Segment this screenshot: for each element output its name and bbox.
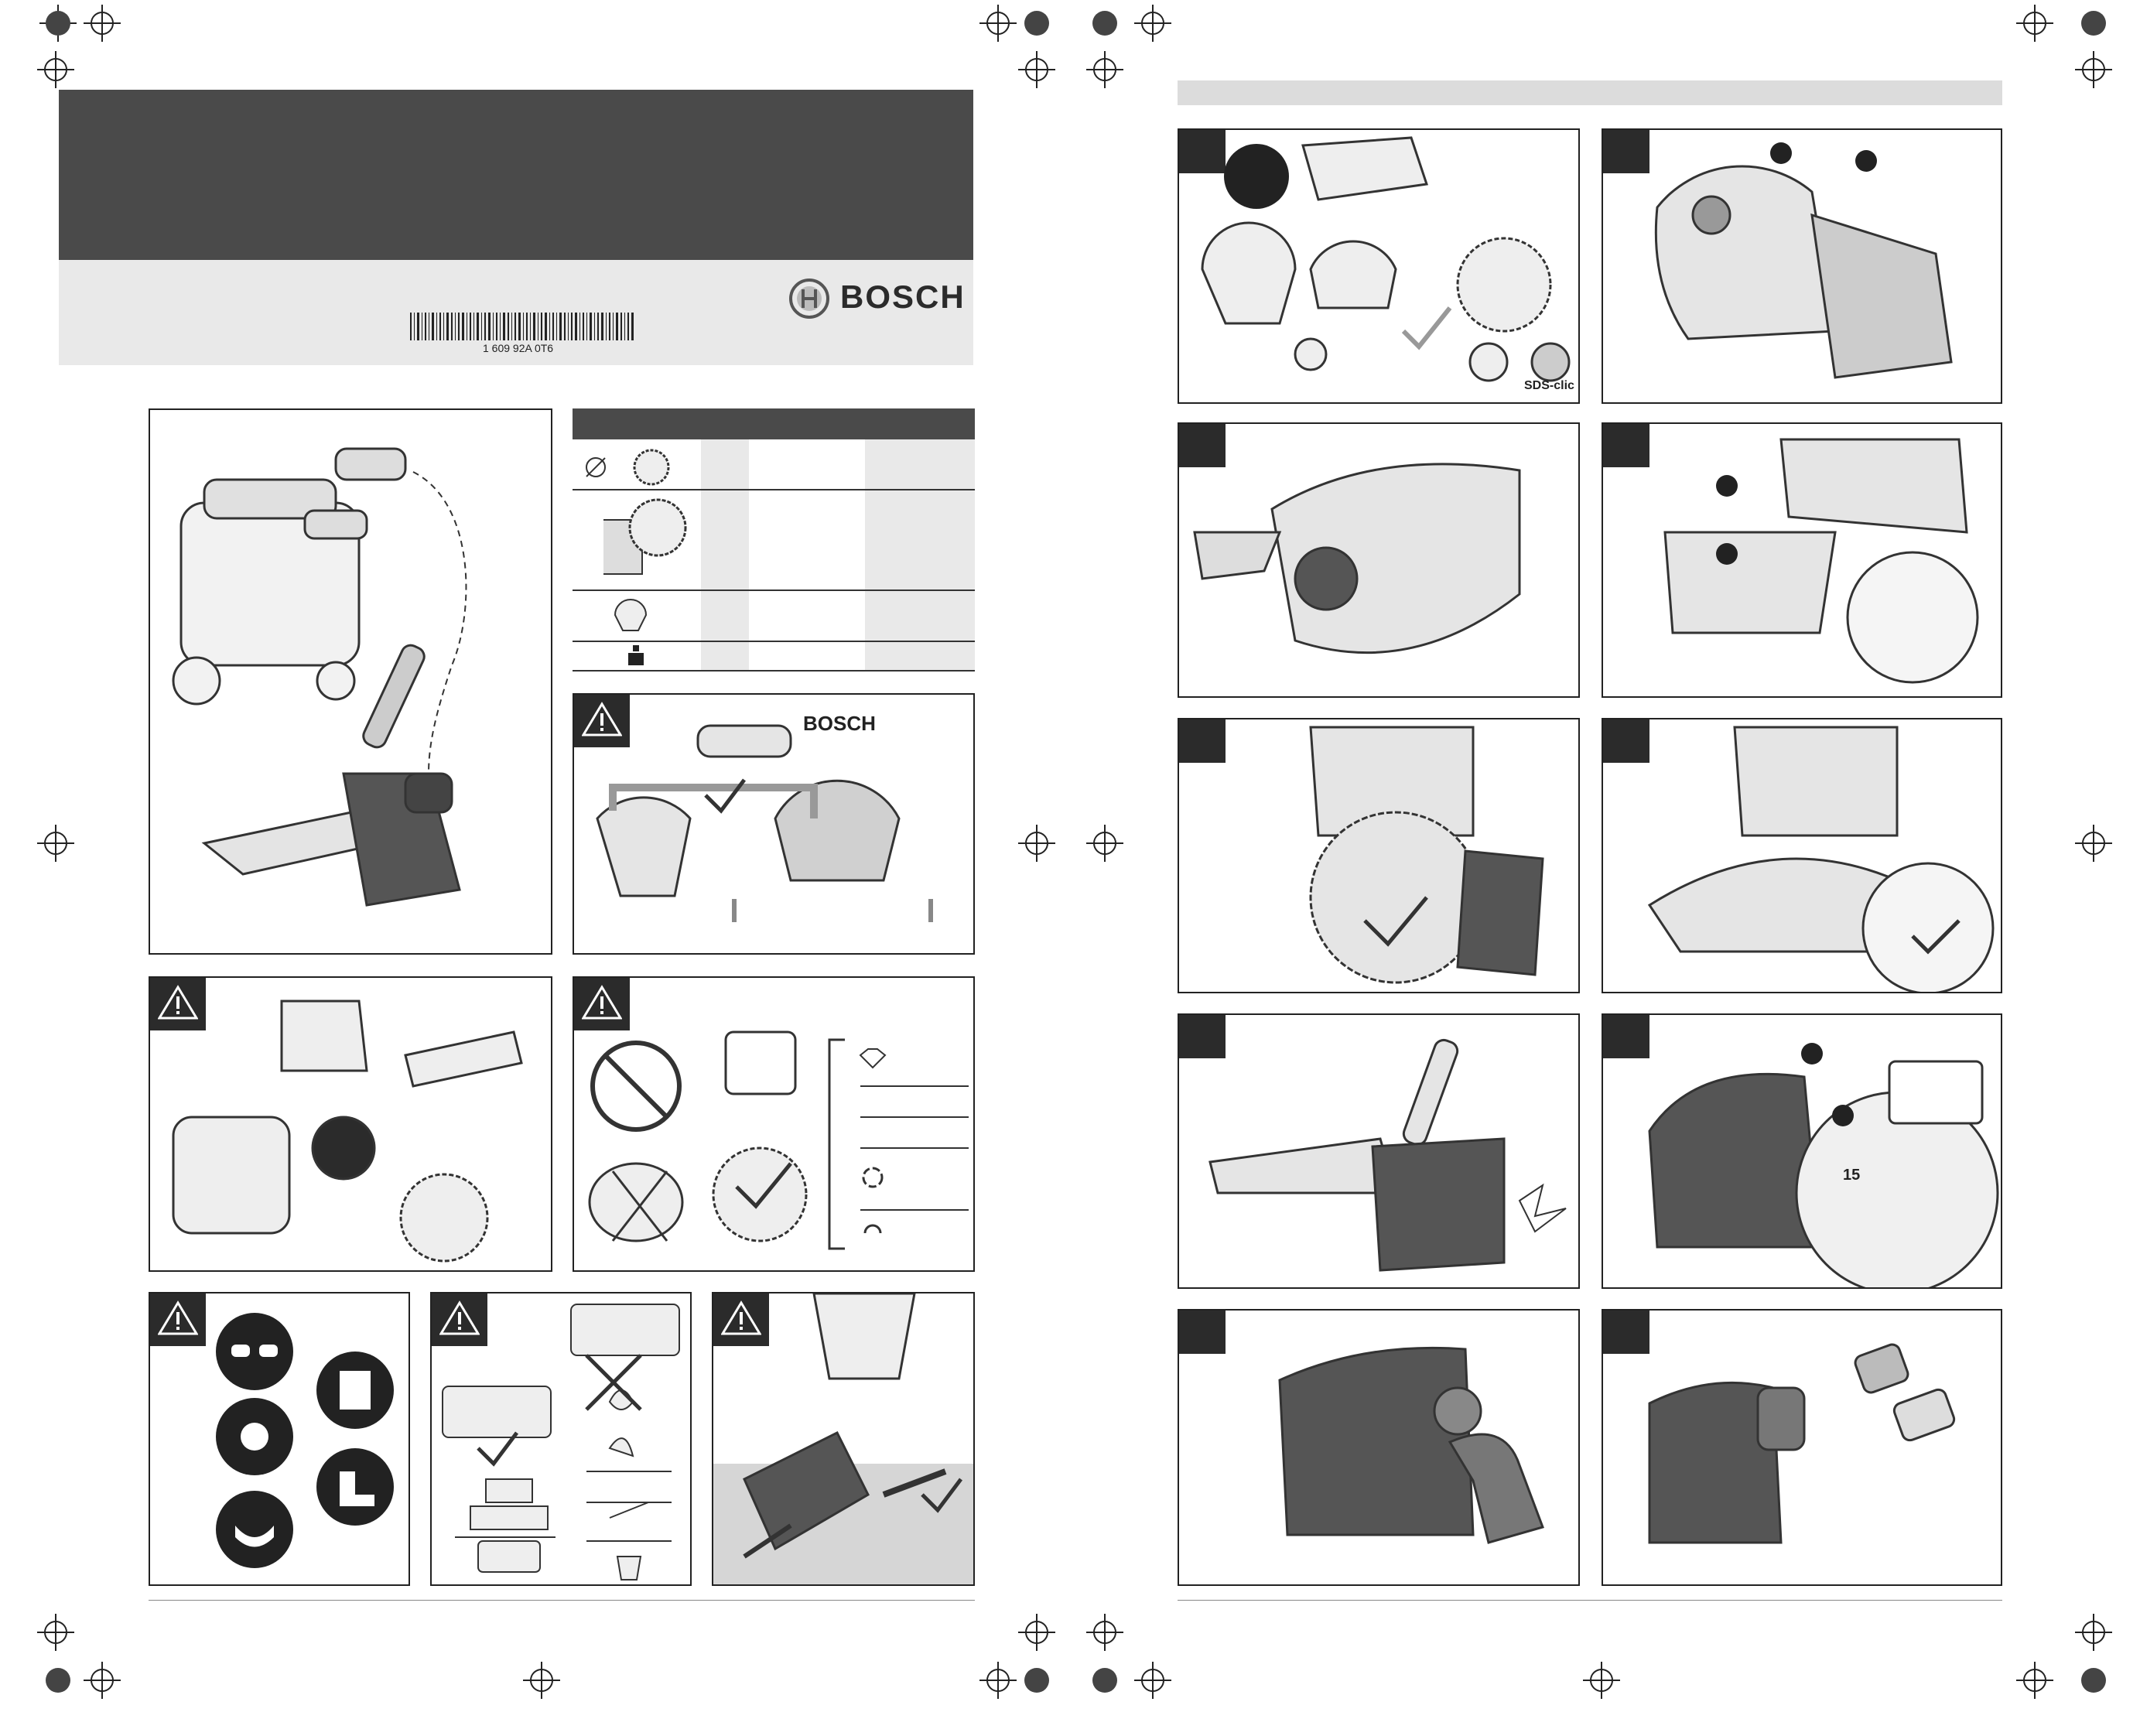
step-8-illustration xyxy=(1648,1043,1999,1287)
step-number-box xyxy=(1179,1311,1226,1354)
guard-icon xyxy=(614,599,648,631)
warning-icon xyxy=(721,1300,761,1335)
dust-mask-icon xyxy=(216,1491,293,1568)
warning-box xyxy=(150,1293,206,1346)
step-2-illustration xyxy=(1654,142,1953,379)
step-number-box xyxy=(1603,130,1649,173)
step-5-illustration xyxy=(1309,726,1544,984)
recycle-icon xyxy=(862,1167,884,1188)
step-panel-10 xyxy=(1602,1309,2002,1586)
step-panel-1: SDS-clic xyxy=(1178,128,1580,404)
weight-icon xyxy=(628,645,644,665)
clip-icon xyxy=(863,1224,882,1234)
warning-box xyxy=(574,978,630,1030)
goggles-icon xyxy=(216,1313,293,1390)
ppe-icons xyxy=(216,1313,394,1568)
spec-table-header xyxy=(573,408,975,439)
read-manual-illustration xyxy=(172,1000,523,1263)
barcode-number: 1 609 92A 0T6 xyxy=(483,342,554,354)
cutting-direction-illustration xyxy=(713,1293,973,1584)
figure-cutting-direction xyxy=(712,1292,975,1586)
spec-col-grey-2 xyxy=(865,439,975,672)
vacuum-grinder-illustration xyxy=(172,447,467,907)
step-number-box xyxy=(1179,424,1226,467)
diamond-icon xyxy=(859,1048,887,1069)
figure-protective-equipment xyxy=(149,1292,410,1586)
warning-icon xyxy=(158,985,198,1020)
depth-indicator-label: 15 xyxy=(1843,1167,1861,1184)
step-panel-8: 15 xyxy=(1602,1013,2002,1289)
warning-box xyxy=(432,1293,487,1346)
spec-row-divider xyxy=(573,641,975,642)
step-panel-4 xyxy=(1602,422,2002,698)
panel-brand-label: BOSCH xyxy=(803,712,876,735)
cover-dark-band xyxy=(59,90,973,260)
step-3-illustration xyxy=(1193,463,1521,654)
spec-row-divider xyxy=(573,489,975,490)
warning-icon xyxy=(582,702,622,736)
step-panel-3 xyxy=(1178,422,1580,698)
warning-box xyxy=(150,978,206,1030)
sds-clic-label: SDS-clic xyxy=(1524,379,1574,392)
warning-icon xyxy=(158,1300,198,1335)
warning-box xyxy=(713,1293,769,1346)
figure-vacuum-setup xyxy=(149,408,552,955)
right-page-band xyxy=(1178,80,2002,105)
guard-compatibility-illustration xyxy=(596,724,933,922)
spec-row-divider xyxy=(573,589,975,591)
right-page-footer-rule xyxy=(1178,1600,2002,1601)
step-panel-6 xyxy=(1602,718,2002,993)
warning-box xyxy=(574,695,630,747)
diameter-icon xyxy=(586,449,670,486)
step-number-box xyxy=(1179,719,1226,763)
spec-col-grey-1 xyxy=(701,439,749,672)
figure-guard-compatibility: BOSCH xyxy=(573,693,975,955)
barcode xyxy=(410,313,634,340)
step-6-illustration xyxy=(1647,726,1995,992)
bosch-logo-icon xyxy=(789,279,829,319)
spec-row-divider xyxy=(573,670,975,672)
step-number-box xyxy=(1603,1015,1649,1058)
left-page-footer-rule xyxy=(149,1600,975,1601)
figure-material-suitability xyxy=(430,1292,692,1586)
step-9-illustration xyxy=(1278,1346,1544,1544)
brand-name: BOSCH xyxy=(840,279,966,315)
warning-icon xyxy=(439,1300,480,1335)
cut-depth-icon xyxy=(603,498,687,575)
step-number-box xyxy=(1603,424,1649,467)
disc-types-illustration xyxy=(588,1030,969,1250)
step-4-illustration xyxy=(1663,438,1979,684)
step-panel-5 xyxy=(1178,718,1580,993)
figure-disc-types xyxy=(573,976,975,1272)
step-number-box xyxy=(1179,130,1226,173)
step-panel-2 xyxy=(1602,128,2002,404)
step-number-box xyxy=(1603,1311,1649,1354)
step-1-illustration xyxy=(1201,136,1571,382)
step-7-illustration xyxy=(1208,1038,1567,1272)
figure-read-manual xyxy=(149,976,552,1272)
step-number-box xyxy=(1179,1015,1226,1058)
step-number-box xyxy=(1603,719,1649,763)
warning-icon xyxy=(582,985,622,1020)
plug-icon xyxy=(1224,144,1289,209)
step-panel-7 xyxy=(1178,1013,1580,1289)
step-panel-9 xyxy=(1178,1309,1580,1586)
step-10-illustration xyxy=(1648,1343,1956,1544)
material-illustration xyxy=(442,1304,680,1581)
